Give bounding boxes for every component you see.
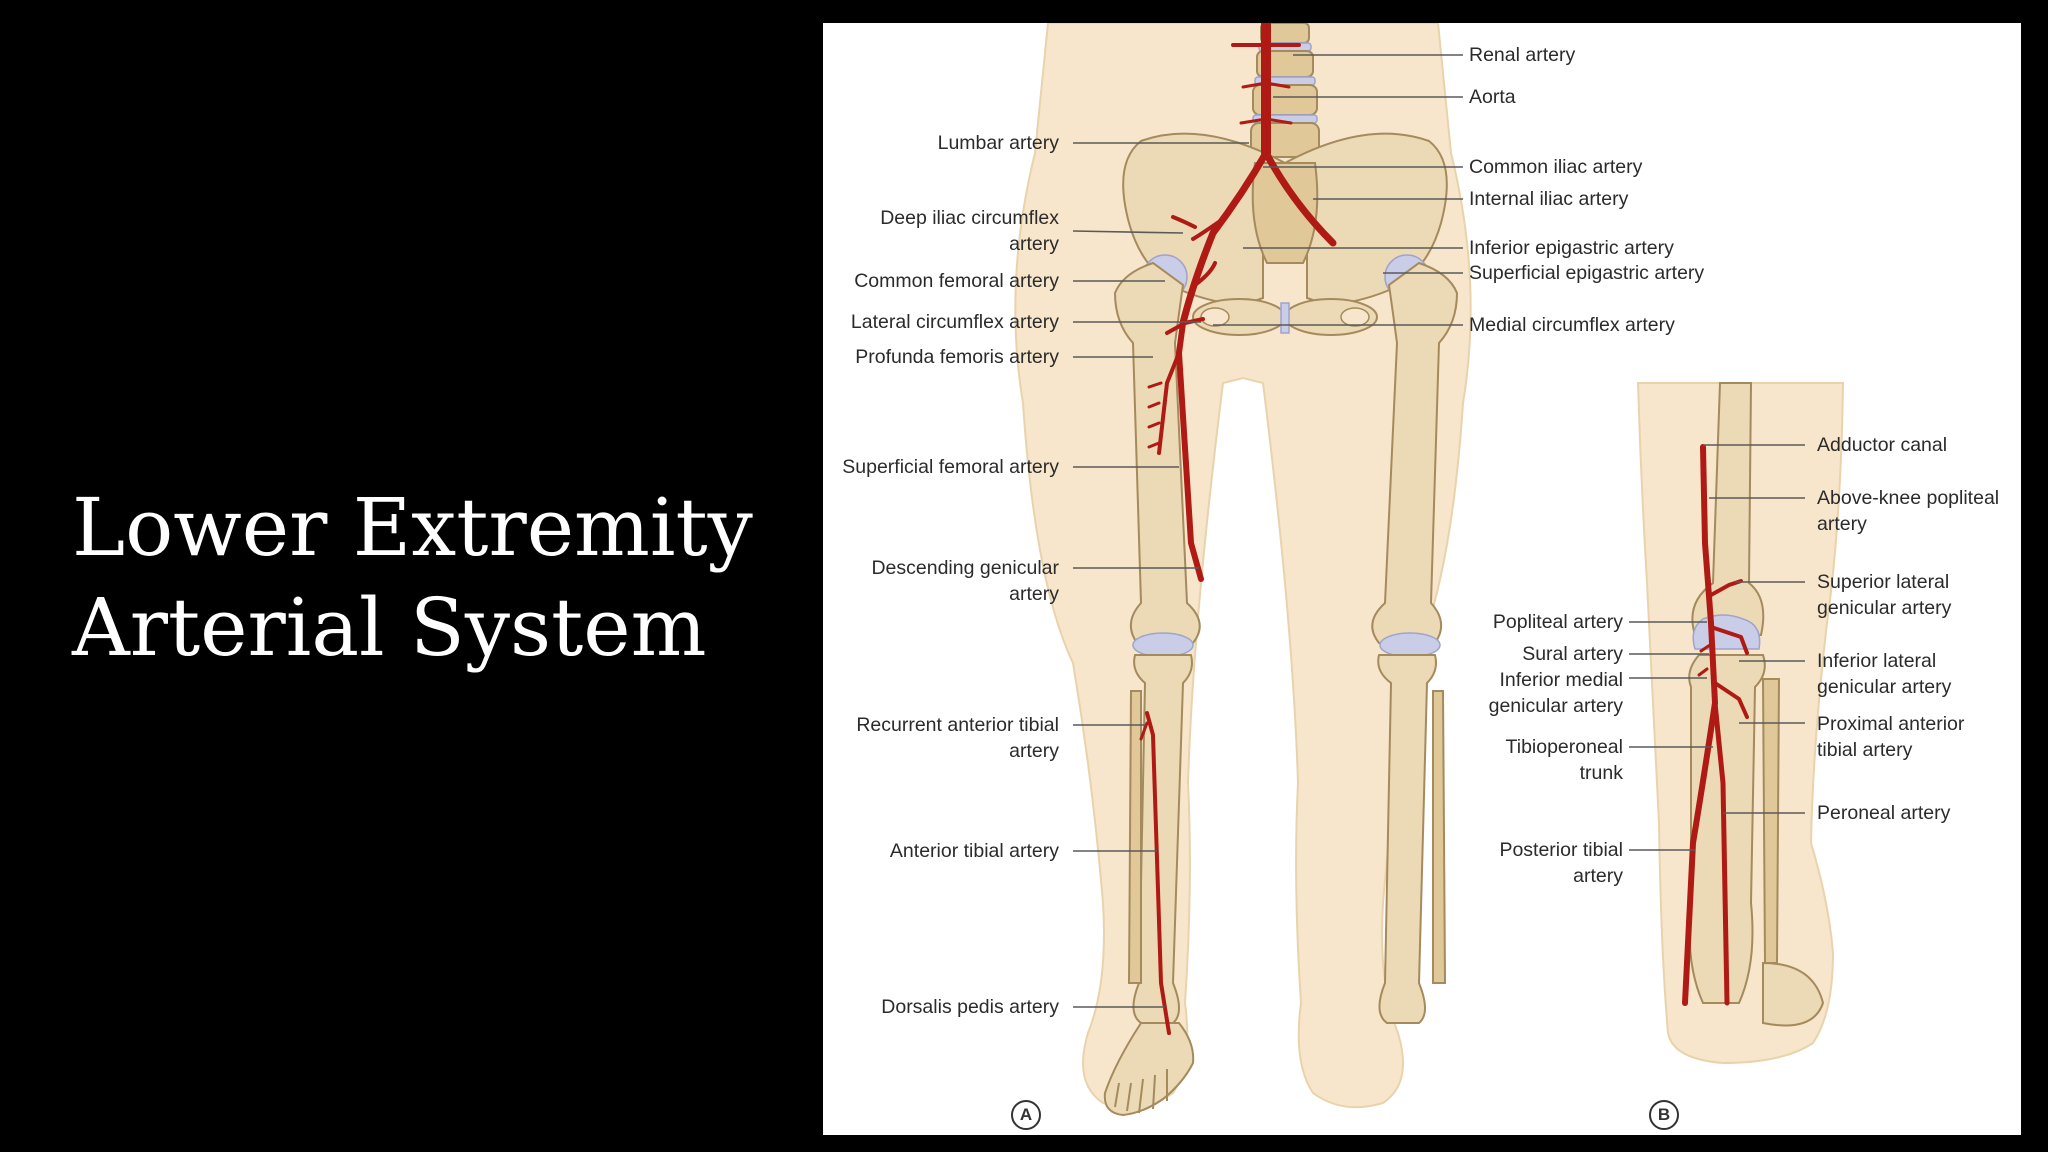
slide-title-line-1: Lower Extremity	[72, 481, 753, 574]
slide-title: Lower Extremity Arterial System	[72, 478, 772, 678]
label-common-iliac-artery: Common iliac artery	[1469, 156, 1643, 178]
label-descending-genicular: Descending genicular	[871, 557, 1059, 579]
label-internal-iliac-artery: Internal iliac artery	[1469, 188, 1629, 210]
label-medial-circumflex-artery: Medial circumflex artery	[1469, 314, 1675, 336]
label-inferior-medial-line2: genicular artery	[1488, 695, 1623, 717]
label-superior-lateral: Superior lateral	[1817, 571, 1950, 593]
label-tibioperoneal-line2: trunk	[1579, 762, 1623, 784]
label-lumbar-artery: Lumbar artery	[937, 132, 1059, 154]
label-proximal-anterior: Proximal anterior	[1817, 713, 1965, 735]
label-anterior-tibial-artery: Anterior tibial artery	[889, 840, 1059, 862]
arteries-b	[1682, 444, 1749, 1006]
label-common-femoral-artery: Common femoral artery	[854, 270, 1059, 292]
panel-letter-a: A	[1011, 1100, 1041, 1130]
label-proximal-anterior-line2: tibial artery	[1817, 739, 1913, 761]
label-posterior-tibial-line2: artery	[1573, 865, 1623, 887]
label-adductor-canal: Adductor canal	[1817, 434, 1948, 456]
label-sural-artery: Sural artery	[1522, 643, 1623, 665]
label-tibioperoneal: Tibioperoneal	[1505, 736, 1623, 758]
label-renal-artery: Renal artery	[1469, 44, 1576, 66]
label-inferior-epigastric-artery: Inferior epigastric artery	[1469, 237, 1674, 259]
label-superior-lateral-line2: genicular artery	[1817, 597, 1952, 619]
label-posterior-tibial: Posterior tibial	[1499, 839, 1623, 861]
label-above-knee-popliteal: Above-knee popliteal	[1817, 487, 2000, 509]
label-superficial-femoral-artery: Superficial femoral artery	[842, 456, 1059, 478]
arteries-a	[1139, 23, 1337, 1035]
leader-lines-b	[1629, 444, 1805, 851]
slide-title-line-2: Arterial System	[72, 581, 707, 674]
label-recurrent-anterior-tibial: Recurrent anterior tibial	[856, 714, 1059, 736]
label-superficial-epigastric-artery: Superficial epigastric artery	[1469, 262, 1705, 284]
lower-leg-bones-a	[1127, 654, 1447, 1024]
label-dorsalis-pedis-artery: Dorsalis pedis artery	[881, 996, 1059, 1018]
leader-lines-a-right	[1213, 54, 1463, 326]
label-descending-genicular-line2: artery	[1009, 583, 1059, 605]
label-deep-iliac-circumflex: Deep iliac circumflex	[880, 207, 1059, 229]
label-inferior-lateral: Inferior lateral	[1817, 650, 1937, 672]
label-above-knee-popliteal-line2: artery	[1817, 513, 1867, 535]
label-deep-iliac-circumflex-line2: artery	[1009, 233, 1059, 255]
label-popliteal-artery: Popliteal artery	[1492, 611, 1623, 633]
label-aorta: Aorta	[1469, 86, 1516, 108]
panel-letter-b: B	[1649, 1100, 1679, 1130]
foot-bones-a	[1103, 1022, 1195, 1117]
anatomy-illustration	[1014, 23, 1845, 1117]
label-inferior-lateral-line2: genicular artery	[1817, 676, 1952, 698]
label-recurrent-anterior-tibial-line2: artery	[1009, 740, 1059, 762]
leader-lines-a-left	[1072, 142, 1249, 1008]
label-lateral-circumflex-artery: Lateral circumflex artery	[850, 311, 1059, 333]
anatomy-figure: Lumbar artery Deep iliac circumflex arte…	[823, 23, 2021, 1135]
label-peroneal-artery: Peroneal artery	[1817, 802, 1951, 824]
label-profunda-femoris-artery: Profunda femoris artery	[855, 346, 1059, 368]
label-inferior-medial: Inferior medial	[1499, 669, 1623, 691]
